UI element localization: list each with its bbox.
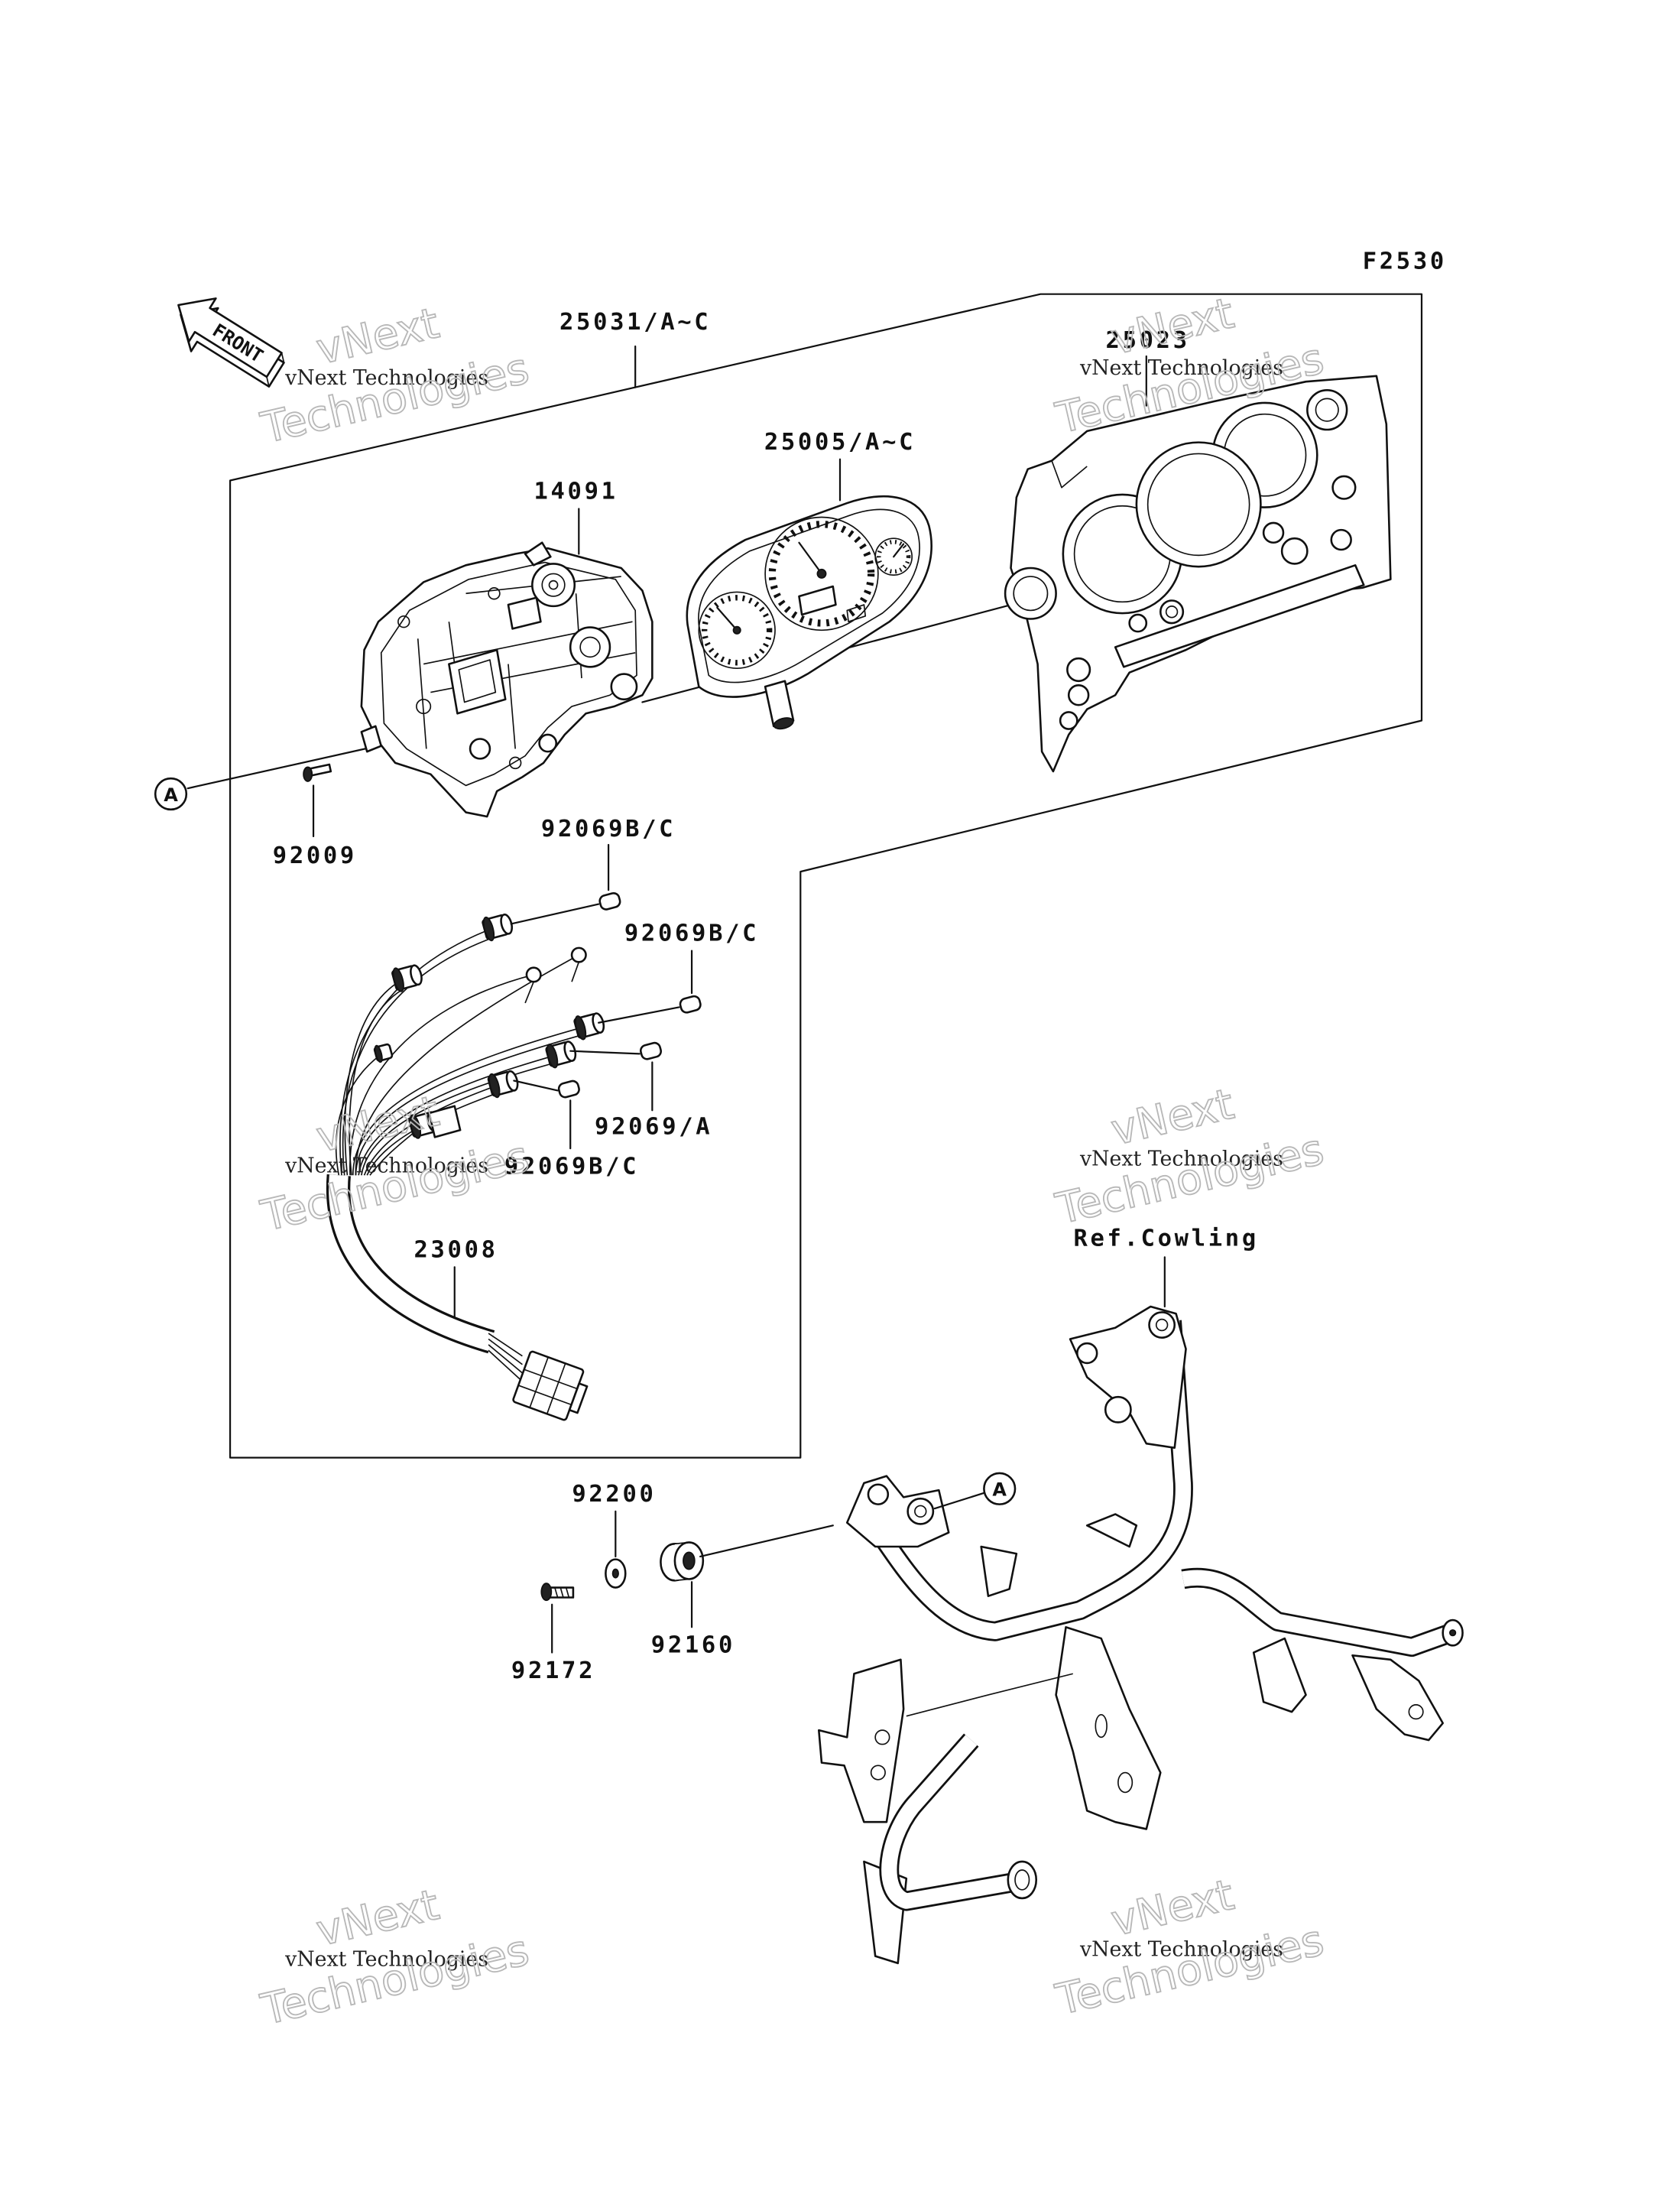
watermark: vNext vNext Technologies Technologies [256,298,534,454]
watermark-line: vNext Technologies [284,1154,488,1178]
callout-bulb-3: 92069/A [595,1114,712,1141]
grommet-92160 [660,1541,705,1582]
meter-stay-bracket [818,1305,1464,1965]
assembly-frame [229,293,1423,1459]
watermark-line: vNext Technologies [284,366,488,390]
meter-face [686,495,932,730]
callout-bulb-1: 92069B/C [541,816,676,843]
callout-screw-top: 92009 [273,843,357,869]
bulb-socket [373,913,605,1139]
harness-connector [512,1350,589,1421]
watermark-word: Technologies [257,1926,534,2035]
watermark-word: Technologies [1052,1125,1328,1235]
harness-wires [335,926,591,1176]
reference-marker-a-label: A [164,784,178,806]
wiring-harness [326,913,605,1421]
washer-92200 [605,1558,627,1589]
watermark-word: Technologies [257,345,534,454]
watermark-brand: vNext [312,1881,443,1956]
reference-marker-a: A [154,777,188,811]
bulb [557,892,702,1099]
watermark-line: vNext Technologies [284,1948,488,1972]
front-arrow-icon: FRONT [177,297,285,388]
watermark-word: Technologies [1052,1916,1328,2025]
callout-cover: 25023 [1106,327,1190,354]
speedometer-dial [764,516,879,631]
watermark-line: vNext Technologies [1079,1938,1283,1962]
reference-marker-a: A [983,1472,1017,1505]
screw-92172 [540,1583,575,1602]
reference-marker-a-label: A [992,1479,1007,1501]
figure-number: F2530 [1363,248,1447,274]
screw-92009 [303,763,332,782]
connector-leads [488,1333,523,1382]
ground-terminal [524,946,587,1004]
watermark-brand: vNext [1107,1871,1238,1946]
watermark: vNext vNext Technologies Technologies [256,1086,534,1242]
watermark: vNext vNext Technologies Technologies [1051,1870,1329,2026]
watermark-brand: vNext [1107,1080,1238,1156]
callout-harness: 23008 [414,1236,498,1263]
gauge-dial [874,537,913,576]
watermark-brand: vNext [312,299,443,375]
watermark: vNext vNext Technologies Technologies [256,1880,534,2036]
callout-screw-bottom: 92172 [511,1657,595,1684]
callout-ref-cowling: Ref.Cowling [1073,1226,1258,1252]
tachometer-dial [698,591,776,669]
callout-housing: 14091 [534,478,618,505]
meter-housing [360,541,654,818]
leader-lines [312,345,1166,1654]
watermark: vNext vNext Technologies Technologies [1051,1080,1329,1235]
watermark-line: vNext Technologies [1079,356,1283,380]
callout-bulb-2: 92069B/C [624,920,759,947]
watermark-line: vNext Technologies [1079,1147,1283,1170]
callout-grommet: 92160 [651,1632,735,1659]
meter-cover [1004,375,1392,773]
callout-bulb-4: 92069B/C [504,1153,639,1180]
watermark-brand: vNext [312,1087,443,1163]
callout-assembly: 25031/A~C [559,309,711,336]
callout-washer: 92200 [572,1481,656,1508]
callout-face: 25005/A~C [764,429,916,456]
